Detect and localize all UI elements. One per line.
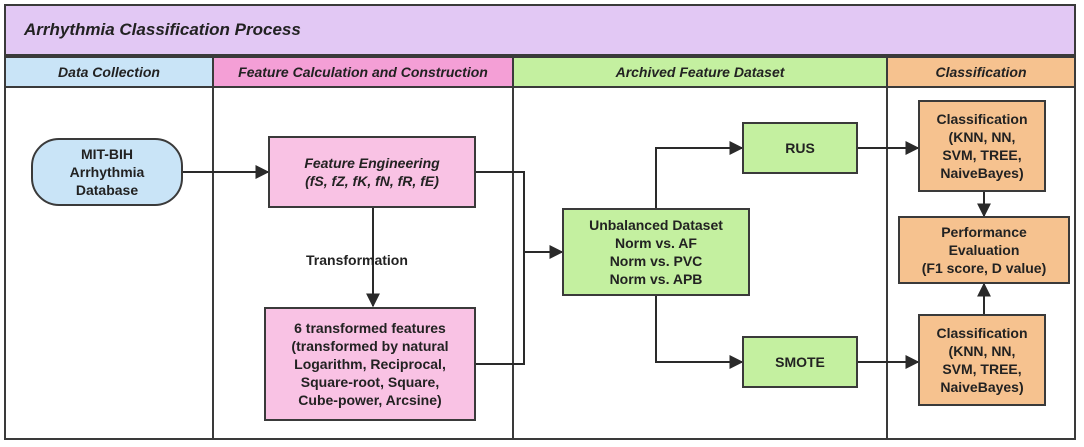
node-text-line: Feature Engineering	[304, 154, 440, 171]
edge-feature-engineering-to-unbalanced	[476, 171, 564, 259]
node-text-line: (transformed by natural	[291, 337, 449, 354]
node-classification-top: Classification(KNN, NN, SVM, TREE, NaiveBa…	[918, 100, 1046, 192]
node-text-line: Norm vs. APB	[609, 271, 703, 288]
node-text-line: Performance	[941, 223, 1027, 240]
edge-transformed-to-unbalanced	[476, 252, 525, 365]
column-divider	[886, 86, 888, 440]
node-text-line: NaiveBayes)	[940, 379, 1024, 396]
node-text-line: MIT-BIH	[80, 145, 134, 162]
node-text-line: NaiveBayes)	[940, 165, 1024, 182]
node-text-line: 6 transformed features	[294, 319, 446, 336]
edge-label-transformation: Transformation	[306, 252, 408, 268]
column-header-classification: Classification	[886, 56, 1076, 88]
node-text-line: Arrhythmia	[69, 163, 145, 180]
node-text-line: Norm vs. AF	[615, 234, 697, 251]
node-text-line: (fS, fZ, fK, fN, fR, fE)	[305, 173, 439, 189]
node-text-line: (KNN, NN,	[948, 128, 1016, 145]
title-bar: Arrhythmia Classification Process	[4, 4, 1076, 56]
node-text-line: Classification	[936, 110, 1028, 127]
column-header-feature-calculation: Feature Calculation and Construction	[212, 56, 514, 88]
node-text-line: Square-root, Square,	[300, 374, 440, 391]
node-smote: SMOTE	[742, 336, 858, 388]
node-text-line: Logarithm, Reciprocal,	[294, 355, 446, 372]
node-transformed-features: 6 transformed features(transformed by na…	[264, 307, 476, 421]
node-text-line: (KNN, NN,	[948, 342, 1016, 359]
column-header-archived-feature-dataset: Archived Feature Dataset	[512, 56, 888, 88]
node-text-line: Cube-power, Arcsine)	[298, 392, 442, 409]
diagram-title: Arrhythmia Classification Process	[24, 20, 301, 39]
node-classification-bottom: Classification(KNN, NN, SVM, TREE, NaiveBa…	[918, 314, 1046, 406]
node-feature-engineering: Feature Engineering (fS, fZ, fK, fN, fR, …	[268, 136, 476, 208]
node-text-line: RUS	[785, 139, 815, 156]
node-text-line: Evaluation	[948, 241, 1020, 258]
node-text-line: Classification	[936, 324, 1028, 341]
node-text-line: SMOTE	[775, 353, 825, 370]
node-text-line: Database	[75, 182, 139, 199]
edge-unbalanced-to-smote	[655, 296, 744, 369]
node-text-line: SVM, TREE,	[942, 147, 1022, 163]
column-divider	[512, 86, 514, 440]
column-divider	[212, 86, 214, 440]
node-text-line: (F1 score, D value)	[921, 260, 1047, 277]
node-text-line: SVM, TREE,	[942, 361, 1022, 377]
node-text-line: Unbalanced Dataset	[589, 216, 723, 233]
edge-unbalanced-to-rus	[655, 141, 744, 209]
node-rus: RUS	[742, 122, 858, 174]
node-text-line: Norm vs. PVC	[609, 253, 703, 269]
